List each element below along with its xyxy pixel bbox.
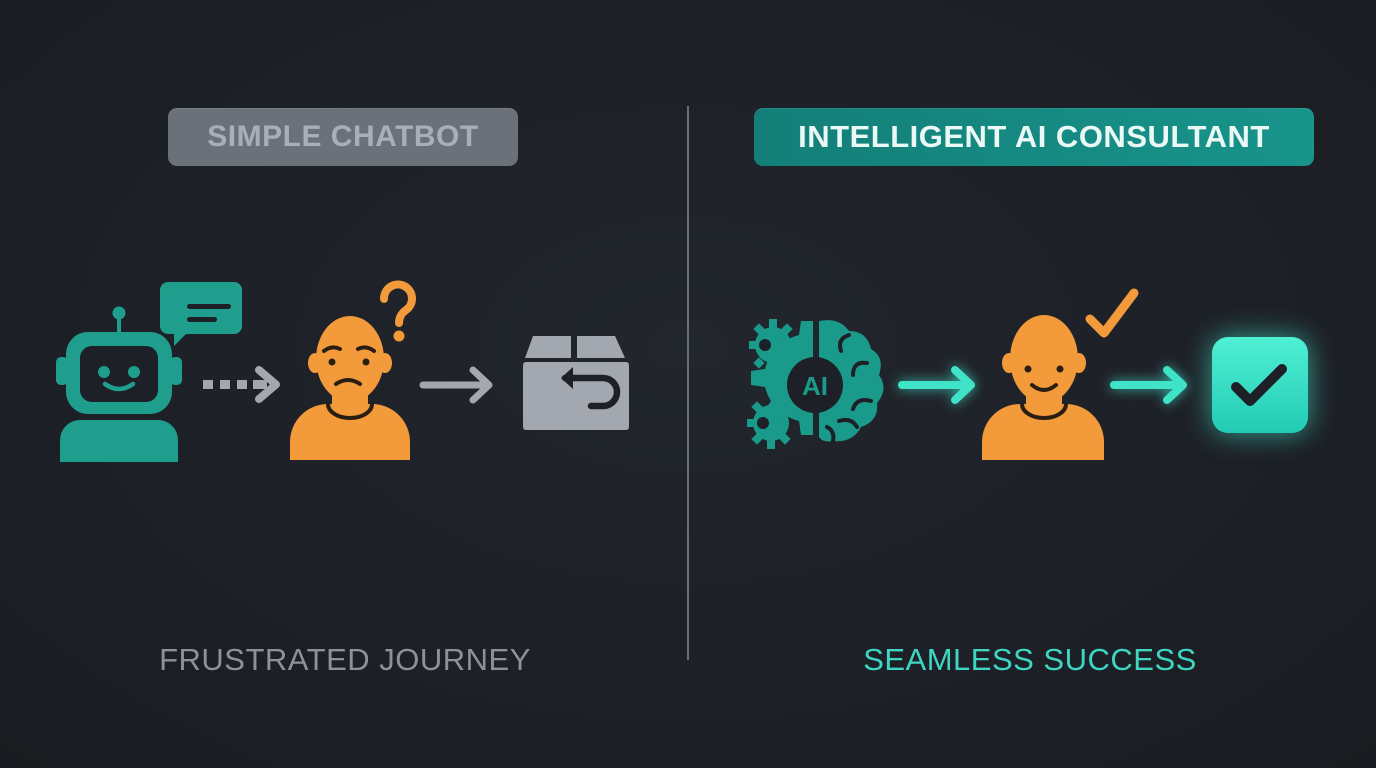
return-box-icon bbox=[521, 334, 631, 432]
seamless-success-caption: SEAMLESS SUCCESS bbox=[863, 642, 1197, 677]
ai-label: AI bbox=[802, 371, 828, 401]
confused-person-icon bbox=[288, 280, 418, 463]
arrow-right-icon bbox=[419, 365, 497, 405]
glowing-arrow-right-icon bbox=[897, 365, 979, 405]
checkmark-box-icon bbox=[1212, 337, 1308, 433]
ai-brain-gear-icon: AI bbox=[745, 313, 885, 455]
frustrated-journey-caption: FRUSTRATED JOURNEY bbox=[159, 642, 531, 677]
glowing-arrow-right-icon bbox=[1109, 365, 1191, 405]
happy-person-icon bbox=[980, 283, 1150, 463]
simple-chatbot-title-badge: SIMPLE CHATBOT bbox=[168, 108, 518, 166]
intelligent-ai-consultant-title-badge: INTELLIGENT AI CONSULTANT bbox=[754, 108, 1314, 166]
robot-chatbot-icon bbox=[56, 280, 243, 462]
dotted-arrow-right-icon bbox=[203, 366, 281, 403]
intelligent-ai-consultant-title: INTELLIGENT AI CONSULTANT bbox=[798, 119, 1270, 154]
panel-divider bbox=[687, 106, 689, 660]
simple-chatbot-title: SIMPLE CHATBOT bbox=[207, 120, 479, 153]
